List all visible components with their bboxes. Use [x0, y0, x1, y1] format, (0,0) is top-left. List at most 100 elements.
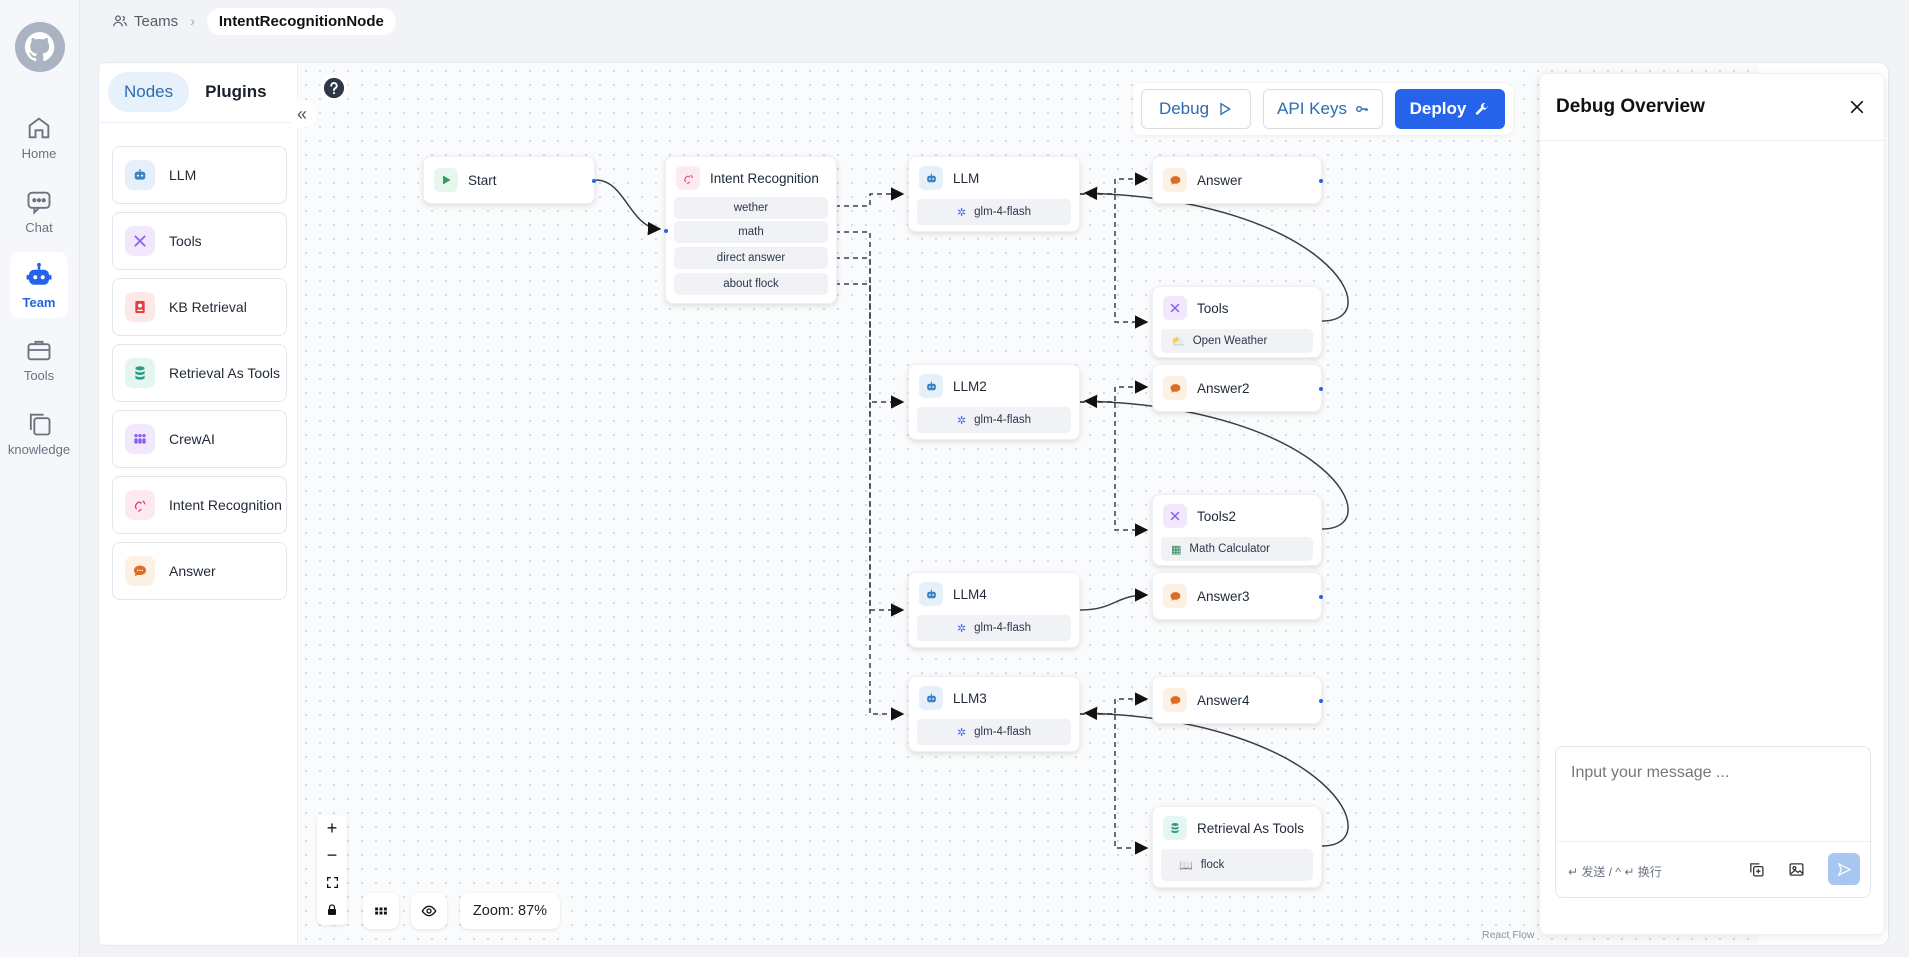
nav-home-label: Home [21, 145, 57, 161]
lock-button[interactable] [317, 896, 347, 923]
left-nav: Home Chat Team Tools knowledge [0, 0, 80, 957]
intent-option-about-flock[interactable]: about flock [674, 273, 828, 295]
breadcrumb-current: IntentRecognitionNode [206, 7, 396, 35]
palette-item-label: Retrieval As Tools [169, 365, 281, 381]
nav-tools-label: Tools [23, 367, 55, 383]
node-title: Tools2 [1197, 508, 1237, 524]
palette-item-crewai[interactable]: CrewAI [112, 410, 287, 468]
node-llm4[interactable]: LLM4 ✲glm-4-flash [908, 572, 1080, 648]
port-in[interactable] [664, 229, 668, 233]
nav-tools[interactable]: Tools [10, 326, 68, 392]
nav-chat[interactable]: Chat [10, 178, 68, 244]
tab-nodes[interactable]: Nodes [108, 72, 190, 112]
visibility-toggle-button[interactable] [411, 893, 447, 929]
play-icon [434, 168, 458, 192]
palette-item-llm[interactable]: LLM [112, 146, 287, 204]
port-out[interactable] [1319, 595, 1323, 599]
send-icon [1837, 862, 1852, 876]
llm-model: ✲glm-4-flash [917, 719, 1071, 745]
debug-panel: Debug Overview ↵ 发送 / ^ ↵ 换行 [1539, 73, 1886, 935]
breadcrumb-teams[interactable]: Teams [112, 13, 178, 30]
palette-divider [100, 122, 298, 123]
calculator-icon: ▦ [1171, 543, 1182, 556]
model-icon: ✲ [956, 622, 967, 635]
robot-icon [26, 262, 52, 285]
attach-file-button[interactable] [1744, 857, 1768, 881]
message-icon [125, 556, 155, 586]
minimap-toggle-button[interactable] [363, 893, 399, 929]
robot-icon [919, 374, 943, 398]
node-title: LLM4 [953, 586, 987, 602]
palette-item-kb-retrieval[interactable]: KB Retrieval [112, 278, 287, 336]
node-title: Retrieval As Tools [1197, 820, 1305, 836]
tool-chip: ▦Math Calculator [1161, 537, 1313, 561]
llm-model: ✲glm-4-flash [917, 615, 1071, 641]
node-llm[interactable]: LLM ✲glm-4-flash [908, 156, 1080, 232]
palette-item-label: CrewAI [169, 431, 215, 447]
help-button[interactable] [320, 74, 348, 102]
react-flow-attribution[interactable]: React Flow [1482, 929, 1535, 941]
nav-team[interactable]: Team [10, 252, 68, 318]
node-title: LLM3 [953, 690, 987, 706]
eye-icon [421, 905, 437, 917]
llm-model: ✲glm-4-flash [917, 199, 1071, 225]
node-intent-recognition[interactable]: Intent Recognition wether math direct an… [664, 156, 837, 304]
node-llm2[interactable]: LLM2 ✲glm-4-flash [908, 364, 1080, 440]
send-button[interactable] [1828, 853, 1860, 885]
intent-icon [125, 490, 155, 520]
intent-option-direct-answer[interactable]: direct answer [674, 247, 828, 269]
image-icon [1788, 862, 1804, 876]
intent-option-math[interactable]: math [674, 221, 828, 243]
palette-item-tools[interactable]: Tools [112, 212, 287, 270]
palette-item-intent-recognition[interactable]: Intent Recognition [112, 476, 287, 534]
node-tools2[interactable]: Tools2 ▦Math Calculator [1152, 494, 1322, 566]
intent-icon [676, 166, 700, 190]
model-icon: ✲ [956, 726, 967, 739]
nav-knowledge[interactable]: knowledge [7, 400, 71, 466]
node-answer3[interactable]: Answer3 [1152, 572, 1323, 620]
close-button[interactable] [1846, 96, 1868, 118]
node-answer4[interactable]: Answer4 [1152, 676, 1323, 724]
nav-knowledge-label: knowledge [7, 441, 71, 457]
play-outline-icon [1220, 102, 1231, 116]
node-tools[interactable]: Tools ⛅Open Weather [1152, 286, 1322, 358]
message-icon [1163, 168, 1187, 192]
chat-icon [27, 191, 51, 215]
node-answer[interactable]: Answer [1152, 156, 1323, 204]
zoom-in-button[interactable]: + [317, 815, 347, 842]
model-icon: ✲ [956, 414, 967, 427]
node-title: Intent Recognition [710, 170, 819, 186]
book-open-icon: 📖 [1179, 859, 1193, 872]
chat-input[interactable] [1557, 748, 1869, 838]
port-out[interactable] [592, 179, 596, 183]
deploy-button[interactable]: Deploy [1395, 89, 1505, 129]
zoom-controls: + − [317, 815, 347, 925]
debug-button[interactable]: Debug [1141, 89, 1251, 129]
tab-plugins[interactable]: Plugins [205, 82, 267, 101]
zoom-out-button[interactable]: − [317, 842, 347, 869]
copy-plus-icon [1749, 862, 1764, 877]
tools-icon [1163, 296, 1187, 320]
intent-option-wether[interactable]: wether [674, 197, 828, 219]
port-out[interactable] [1319, 699, 1323, 703]
palette-item-retrieval-as-tools[interactable]: Retrieval As Tools [112, 344, 287, 402]
collapse-sidebar-button[interactable]: « [288, 100, 316, 128]
nav-home[interactable]: Home [10, 104, 68, 170]
breadcrumb-teams-label: Teams [134, 12, 179, 30]
fit-view-button[interactable] [317, 869, 347, 896]
llm-model: ✲glm-4-flash [917, 407, 1071, 433]
github-logo-icon[interactable] [15, 22, 65, 72]
node-retrieval-as-tools[interactable]: Retrieval As Tools 📖flock [1152, 806, 1322, 888]
kb-chip: 📖flock [1161, 849, 1313, 881]
node-answer2[interactable]: Answer2 [1152, 364, 1323, 412]
node-start[interactable]: Start [423, 156, 596, 204]
lock-icon [328, 903, 336, 915]
grid-icon [375, 907, 387, 915]
node-llm3[interactable]: LLM3 ✲glm-4-flash [908, 676, 1080, 752]
attach-image-button[interactable] [1784, 857, 1808, 881]
port-out[interactable] [1319, 179, 1323, 183]
port-out[interactable] [1319, 387, 1323, 391]
flow-toolbar: Debug API Keys Deploy [1133, 83, 1513, 135]
api-keys-button[interactable]: API Keys [1263, 89, 1383, 129]
palette-item-answer[interactable]: Answer [112, 542, 287, 600]
